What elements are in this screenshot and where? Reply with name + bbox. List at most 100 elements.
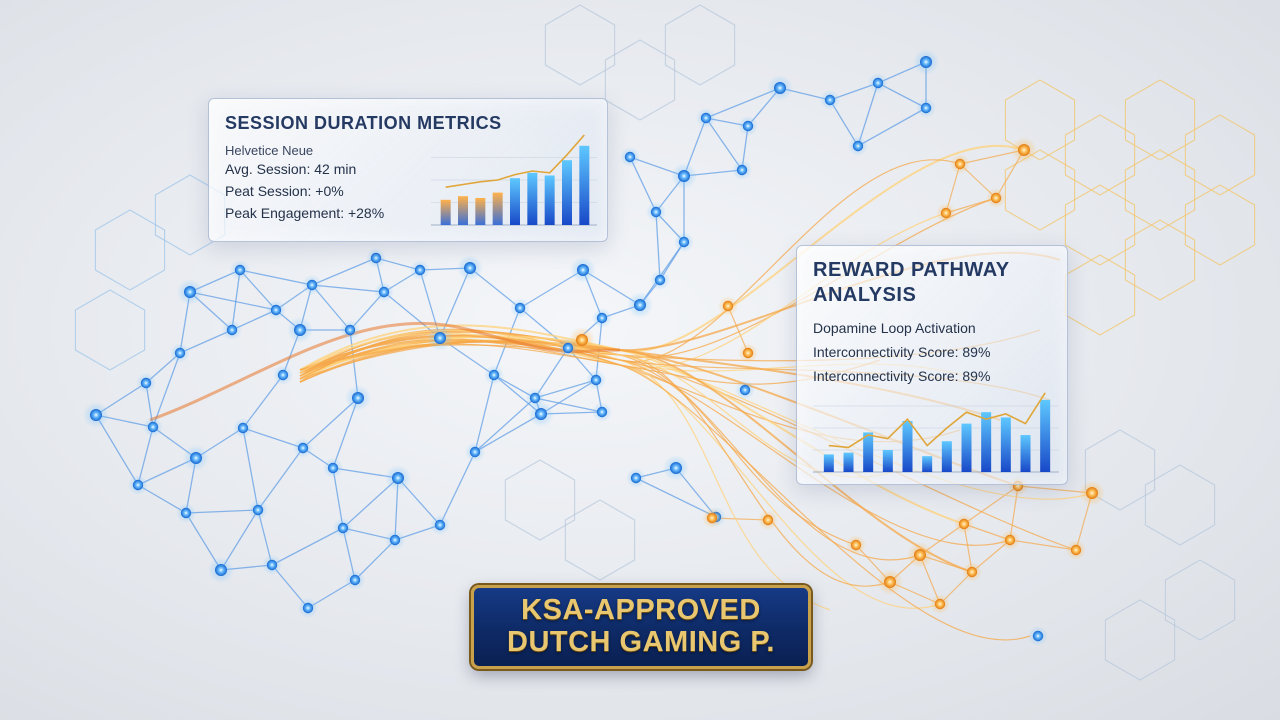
blue-link-88: [655, 211, 661, 281]
orange-node-6: [936, 203, 956, 223]
blue-link-36: [257, 447, 304, 511]
hex-cell-11: [664, 4, 736, 86]
blue-link-55: [474, 374, 495, 453]
orange-node-3: [986, 188, 1006, 208]
blue-node-39: [592, 308, 612, 328]
blue-node-4: [177, 279, 203, 305]
blue-node-50: [848, 136, 868, 156]
reward-chart-bar-3: [882, 450, 893, 472]
session-chart-bar-6: [544, 175, 555, 225]
font-label-text: Helvetice Neue: [225, 143, 314, 158]
blue-link-39: [271, 527, 344, 566]
interconnectivity-score-text-repeat: Interconnectivity Score: 89%: [813, 368, 991, 384]
session-chart-bar-3: [492, 192, 503, 225]
session-chart-bar-8: [579, 145, 590, 225]
orange-node-2: [738, 343, 758, 363]
blue-node-42: [674, 232, 694, 252]
blue-node-6: [222, 320, 242, 340]
fiber-strand-13: [299, 340, 921, 561]
blue-node-13: [128, 475, 148, 495]
blue-node-0: [83, 402, 109, 428]
orange-node-12: [907, 542, 933, 568]
orange-node-11: [954, 514, 974, 534]
hexagon-grid-background: [74, 4, 1256, 681]
blue-link-12: [189, 291, 277, 311]
blue-node-19: [323, 458, 343, 478]
blue-link-92: [629, 156, 657, 213]
session-chart-bar-4: [510, 178, 520, 225]
blue-link-27: [242, 427, 304, 449]
orange-node-17: [758, 510, 778, 530]
orange-node-10: [1000, 530, 1020, 550]
hex-cell-18: [1164, 559, 1236, 641]
hex-cell-10: [604, 39, 676, 121]
reward-chart-bar-7: [961, 423, 972, 472]
reward-chart-bar-6: [941, 441, 952, 472]
orange-node-5: [950, 154, 970, 174]
hex-cell-7: [1064, 254, 1136, 336]
reward-chart-bar-4: [902, 420, 913, 472]
orange-node-0: [569, 327, 595, 353]
reward-chart-bar-11: [1040, 399, 1051, 472]
blue-node-47: [738, 116, 758, 136]
blue-node-9: [340, 320, 360, 340]
session-panel-title: SESSION DURATION METRICS: [225, 113, 502, 133]
blue-node-52: [913, 49, 939, 75]
blue-link-56: [474, 397, 536, 453]
hex-cell-15: [74, 289, 146, 371]
blue-node-48: [767, 75, 793, 101]
blue-node-26: [430, 515, 450, 535]
blue-node-29: [374, 282, 394, 302]
blue-node-12: [183, 445, 209, 471]
blue-node-15: [248, 500, 268, 520]
network-nodes: [83, 49, 1105, 646]
reward-chart-bar-10: [1020, 435, 1031, 472]
blue-link-111: [635, 477, 717, 518]
hex-cell-16: [1084, 429, 1156, 511]
blue-link-63: [311, 284, 385, 293]
orange-node-9: [1066, 540, 1086, 560]
hex-cell-1: [1064, 114, 1136, 196]
orange-node-13: [846, 535, 866, 555]
reward-chart-bar-0: [823, 454, 834, 472]
blue-node-18: [293, 438, 313, 458]
session-chart-bar-0: [440, 199, 451, 225]
session-bar-chart: [431, 134, 597, 226]
blue-node-28: [427, 325, 453, 351]
peak-engagement-text: Peak Engagement: +28%: [225, 205, 385, 221]
dopamine-loop-text: Dopamine Loop Activation: [813, 320, 976, 336]
reward-chart-bar-1: [843, 452, 854, 472]
blue-node-1: [136, 373, 156, 393]
blue-node-5: [230, 260, 250, 280]
blue-link-42: [332, 467, 344, 529]
hex-cell-21: [564, 499, 636, 581]
blue-link-53: [439, 451, 476, 526]
hex-cell-2: [1124, 79, 1196, 161]
blue-node-60: [570, 257, 596, 283]
blue-node-27: [465, 442, 485, 462]
blue-link-109: [534, 397, 603, 413]
blue-node-16: [208, 557, 234, 583]
blue-node-56: [663, 455, 689, 481]
peak-session-text: Peat Session: +0%: [225, 183, 344, 199]
blue-link-28: [242, 427, 259, 511]
hex-cell-9: [1004, 149, 1076, 231]
orange-node-15: [962, 562, 982, 582]
reward-bar-chart: [813, 392, 1059, 473]
reward-chart-bar-5: [922, 456, 933, 472]
fiber-strand-10: [299, 338, 1077, 551]
session-duration-panel: SESSION DURATION METRICS Helvetice Neue …: [208, 98, 608, 242]
orange-link-10: [1009, 539, 1077, 551]
fiber-strand-0: [299, 144, 1025, 371]
orange-node-1: [718, 296, 738, 316]
blue-link-33: [185, 509, 259, 514]
session-chart-bar-7: [562, 160, 572, 225]
fiber-strand-18: [299, 336, 831, 611]
session-chart-trend-line: [445, 134, 585, 188]
blue-node-3: [143, 417, 163, 437]
hex-cell-3: [1064, 184, 1136, 266]
blue-node-44: [671, 163, 697, 189]
blue-node-33: [302, 275, 322, 295]
blue-node-51: [868, 73, 888, 93]
session-chart-bar-5: [527, 172, 538, 225]
